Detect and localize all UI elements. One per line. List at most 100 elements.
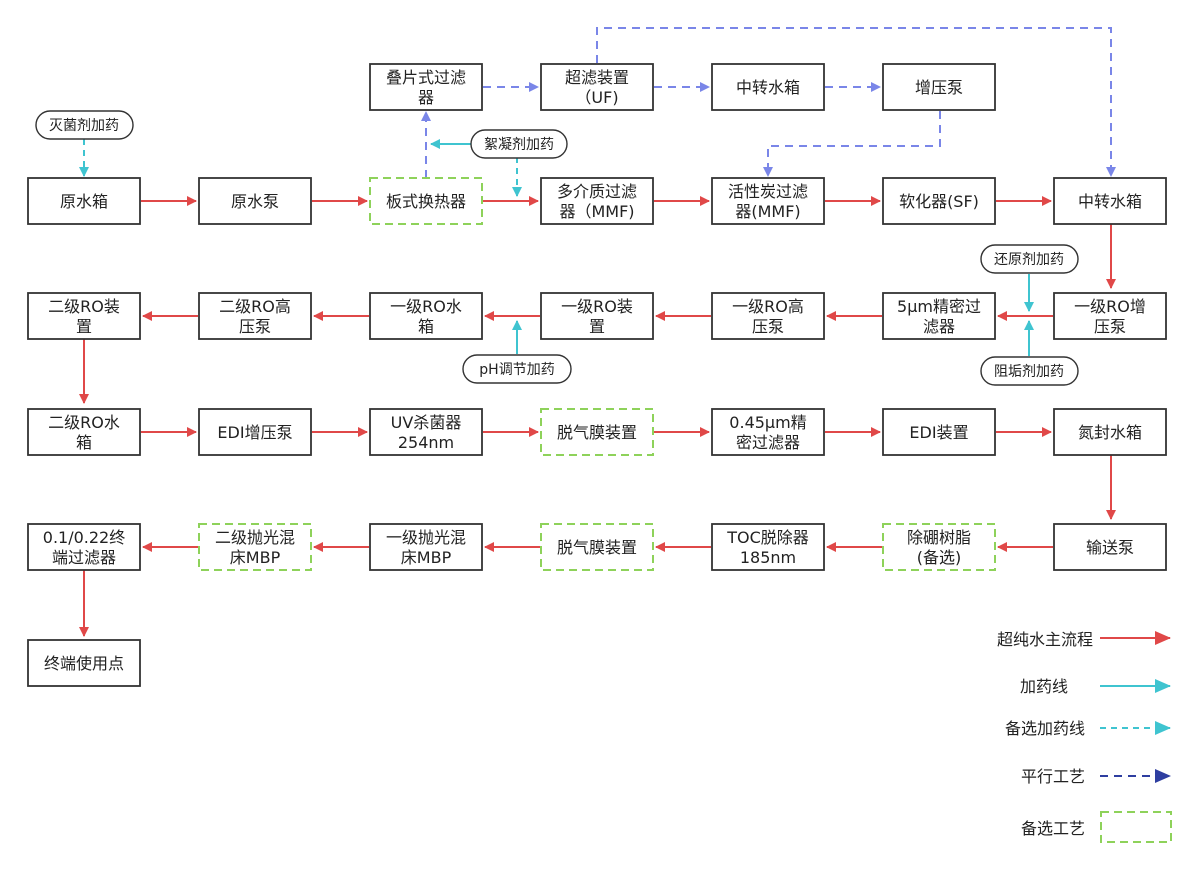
- dosing-antiscalant-label: 阻垢剂加药: [994, 364, 1064, 380]
- process-node-box: [369, 523, 483, 571]
- dosing-sterilant: 灭菌剂加药: [35, 110, 134, 140]
- process-node-label: 原水箱: [60, 192, 108, 211]
- process-node-box: [882, 63, 996, 111]
- process-node-box: [198, 292, 312, 340]
- process-node-n47: 输送泵: [1053, 523, 1167, 571]
- process-node-label: 软化器(SF): [899, 192, 979, 211]
- process-node-box: [711, 63, 825, 111]
- process-node-label: 置: [589, 317, 605, 336]
- process-node-label: 二级抛光混: [215, 528, 295, 547]
- process-node-box: [711, 523, 825, 571]
- process-node-box: [27, 292, 141, 340]
- process-node-label: 5μm精密过: [897, 297, 981, 316]
- process-nodes: 原水箱原水泵板式换热器多介质过滤器（MMF)活性炭过滤器(MMF)软化器(SF)…: [27, 63, 1167, 687]
- dosing-reductant: 还原剂加药: [980, 244, 1079, 274]
- legend-label-optional-process: 备选工艺: [1021, 819, 1085, 838]
- process-node-n32: EDI增压泵: [198, 408, 312, 456]
- process-node-n34: 脱气膜装置: [540, 408, 654, 456]
- process-node-label: 超滤装置: [565, 68, 629, 87]
- process-node-label: 置: [76, 317, 92, 336]
- process-node-label: EDI增压泵: [217, 423, 292, 442]
- process-node-p3: 中转水箱: [711, 63, 825, 111]
- parallel-flow-arrow: [596, 27, 1116, 177]
- process-node-label: 氮封水箱: [1078, 423, 1142, 442]
- dosing-flocculant-label: 絮凝剂加药: [484, 136, 554, 153]
- process-node-box: [369, 63, 483, 111]
- process-node-box: [27, 408, 141, 456]
- process-node-label: 二级RO水: [48, 413, 120, 432]
- legend-label-parallel: 平行工艺: [1021, 767, 1085, 786]
- process-node-p2: 超滤装置（UF): [540, 63, 654, 111]
- process-node-n37: 氮封水箱: [1053, 408, 1167, 456]
- legend-label-optional-dosing: 备选加药线: [1005, 719, 1085, 738]
- process-node-box: [711, 177, 825, 225]
- process-node-label: 叠片式过滤: [386, 68, 466, 87]
- process-node-box: [882, 177, 996, 225]
- dosing-ph: pH调节加药: [462, 354, 572, 384]
- process-node-n44: 脱气膜装置: [540, 523, 654, 571]
- legend-optional-box: [1100, 811, 1172, 843]
- process-node-box: [540, 177, 654, 225]
- process-node-label: 一级RO水: [390, 297, 462, 316]
- process-node-box: [882, 408, 996, 456]
- process-node-label: 多介质过滤: [557, 182, 637, 201]
- process-node-label: 压泵: [752, 317, 784, 336]
- process-node-label: 0.45μm精: [729, 413, 806, 432]
- process-node-label: 0.1/0.22终: [43, 528, 125, 547]
- process-node-label: 一级RO高: [732, 297, 804, 316]
- process-node-label: 床MBP: [401, 548, 452, 567]
- process-node-label: 活性炭过滤: [728, 182, 808, 201]
- process-node-box: [198, 523, 312, 571]
- process-node-box: [198, 408, 312, 456]
- process-node-n11: 原水箱: [27, 177, 141, 225]
- process-node-label: 增压泵: [915, 78, 963, 97]
- process-node-label: 二级RO装: [48, 297, 120, 316]
- process-node-box: [1053, 177, 1167, 225]
- legend-label-dosing: 加药线: [1020, 677, 1068, 696]
- process-node-label: 一级抛光混: [386, 528, 466, 547]
- process-node-label: 压泵: [1094, 317, 1126, 336]
- process-node-label: 一级RO增: [1074, 297, 1146, 316]
- legend-label-main: 超纯水主流程: [997, 630, 1093, 649]
- process-node-label: 中转水箱: [1078, 192, 1142, 211]
- process-node-box: [882, 292, 996, 340]
- dosing-antiscalant: 阻垢剂加药: [980, 356, 1079, 386]
- process-node-box: [27, 177, 141, 225]
- process-node-label: 滤器: [923, 317, 955, 336]
- process-node-box: [27, 639, 141, 687]
- process-node-label: 器: [418, 88, 434, 107]
- dosing-ph-label: pH调节加药: [479, 362, 554, 378]
- process-node-box: [540, 523, 654, 571]
- process-node-box: [198, 177, 312, 225]
- process-node-label: (备选): [917, 548, 962, 567]
- process-node-label: 端过滤器: [52, 548, 116, 567]
- process-node-box: [711, 408, 825, 456]
- process-node-n46: 除硼树脂(备选): [882, 523, 996, 571]
- process-node-label: 器（MMF): [559, 202, 634, 221]
- process-node-box: [369, 292, 483, 340]
- process-node-box: [540, 408, 654, 456]
- process-node-label: 除硼树脂: [907, 528, 971, 547]
- process-node-box: [27, 523, 141, 571]
- process-node-n13: 板式换热器: [369, 177, 483, 225]
- process-node-box: [369, 177, 483, 225]
- process-node-box: [540, 63, 654, 111]
- process-node-box: [1053, 292, 1167, 340]
- connectors: [79, 27, 1116, 637]
- process-node-box: [540, 292, 654, 340]
- process-node-label: 原水泵: [231, 192, 279, 211]
- process-node-box: [369, 408, 483, 456]
